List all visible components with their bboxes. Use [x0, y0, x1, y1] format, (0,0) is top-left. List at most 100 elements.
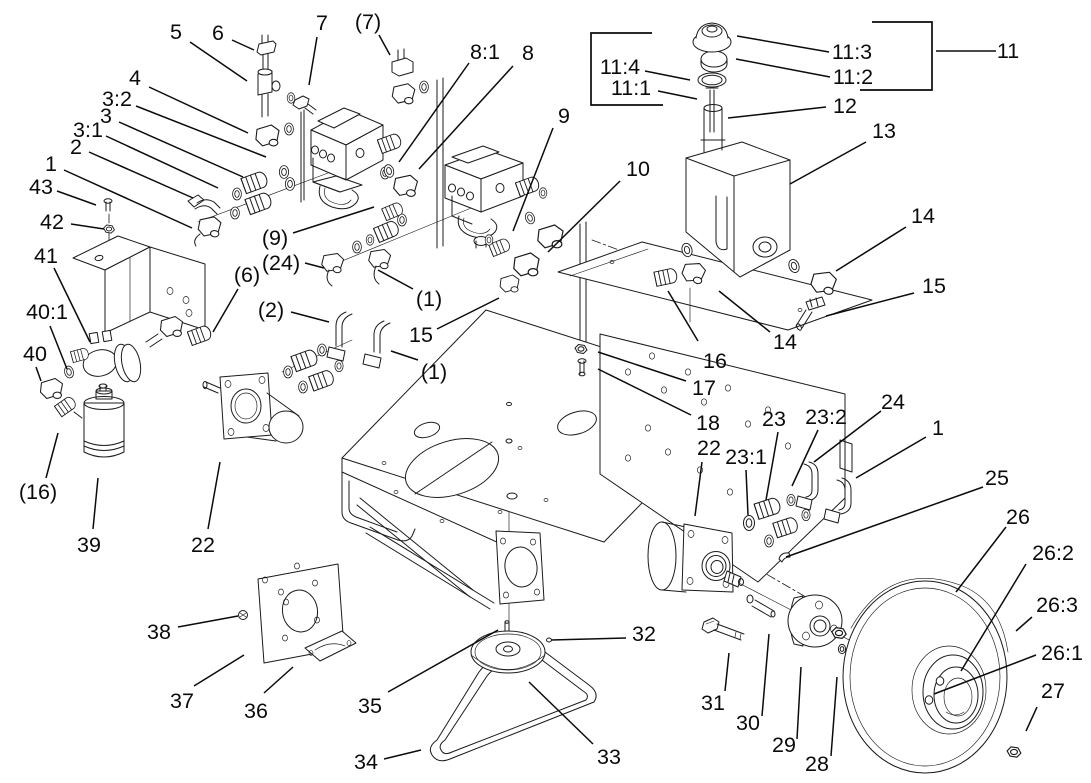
- leader-3:1: [105, 135, 219, 189]
- leader-(2): [290, 311, 330, 323]
- fitting-9-10-group: [484, 210, 564, 293]
- leader-36: [263, 666, 294, 694]
- leader-16: [667, 290, 699, 342]
- leader-11:3: [736, 35, 830, 53]
- leader-10: [547, 180, 621, 253]
- callout-1: 1: [45, 152, 57, 176]
- pulley-33-group: [470, 620, 552, 674]
- leader-23:1: [745, 469, 749, 516]
- callout-31: 31: [701, 691, 725, 715]
- callout-29: 29: [772, 733, 796, 757]
- callout-16: 16: [703, 349, 727, 373]
- leader-8:1: [398, 62, 470, 163]
- callout-(9): (9): [262, 226, 288, 250]
- leader-26:3: [1015, 616, 1033, 632]
- callout-3: 3: [100, 104, 112, 128]
- leader-18: [597, 368, 692, 416]
- leader-32: [550, 637, 627, 641]
- callout-23: 23: [762, 407, 786, 431]
- callout-36: 36: [244, 699, 268, 723]
- leader-26: [955, 526, 1007, 593]
- leader-13: [789, 141, 867, 185]
- callout-3:2: 3:2: [102, 87, 132, 111]
- leader-23: [765, 431, 779, 501]
- fitting-6-group: [145, 315, 214, 348]
- mount-bracket-41-43: [72, 198, 206, 334]
- callout-13: 13: [872, 119, 896, 143]
- leader-23:2: [791, 429, 819, 487]
- callout-26:2: 26:2: [1032, 541, 1074, 565]
- callout-1: 1: [932, 416, 944, 440]
- callout-39: 39: [77, 533, 101, 557]
- callout-(24): (24): [262, 251, 300, 275]
- fitting-row-left: [187, 165, 296, 247]
- callout-4: 4: [129, 66, 141, 90]
- leader-(7): [378, 34, 391, 56]
- leader-14: [718, 290, 771, 333]
- leader-31: [724, 652, 730, 692]
- wheel-motor-left-22: [202, 372, 304, 444]
- callout-40:1: 40:1: [26, 300, 68, 324]
- callout-(2): (2): [258, 298, 284, 322]
- callout-22: 22: [697, 436, 721, 460]
- callout-22: 22: [191, 533, 215, 557]
- leader-(1): [390, 350, 419, 361]
- callout-14: 14: [773, 330, 797, 354]
- callout-11:3: 11:3: [832, 40, 872, 64]
- leader-40: [35, 366, 42, 382]
- leader-3: [118, 121, 244, 178]
- callout-35: 35: [358, 694, 382, 718]
- callout-(1): (1): [416, 287, 442, 311]
- callout-42: 42: [40, 210, 64, 234]
- pump-right-22: [647, 521, 744, 593]
- leader-26:1: [933, 654, 1037, 695]
- leader-(24): [304, 262, 325, 269]
- leader-26:2: [960, 563, 1027, 672]
- control-valve-right: [444, 145, 548, 249]
- leader-(1): [377, 269, 414, 290]
- leader-38: [177, 615, 239, 628]
- leader-12: [727, 106, 827, 119]
- fitting-row-23: [743, 494, 811, 563]
- callout-3:1: 3:1: [73, 118, 103, 142]
- leader-9: [512, 127, 554, 232]
- callout-(1): (1): [421, 360, 447, 384]
- callout-10: 10: [626, 157, 650, 181]
- fitting-8-group: [382, 163, 419, 198]
- leader-41: [53, 267, 91, 343]
- leader-42: [70, 223, 105, 230]
- plate-36-37-38-group: [238, 562, 357, 664]
- group-11-left-bracket: [590, 32, 663, 106]
- callout-23:1: 23:1: [725, 445, 767, 469]
- callout-(16): (16): [19, 480, 57, 504]
- hose-group-24-1-right: [795, 461, 852, 524]
- nut-27: [1006, 746, 1022, 758]
- callout-28: 28: [805, 752, 829, 776]
- fitting-row-9-24: [320, 200, 407, 287]
- leader-7: [308, 36, 318, 86]
- callout-33: 33: [597, 745, 621, 769]
- callout-30: 30: [736, 711, 760, 735]
- callout-26: 26: [1006, 505, 1030, 529]
- callout-38: 38: [147, 620, 171, 644]
- leader-29: [796, 666, 802, 740]
- callout-2: 2: [70, 135, 82, 159]
- control-valve-left: [310, 107, 404, 210]
- tank-fitting-16-group: [653, 241, 708, 323]
- axle-hardware-group: [701, 594, 847, 655]
- leader-22: [694, 461, 703, 517]
- leader-11:1: [657, 90, 698, 100]
- leader-6: [231, 39, 255, 51]
- callout-23:2: 23:2: [805, 405, 847, 429]
- callout-37: 37: [170, 689, 194, 713]
- callout-9: 9: [558, 104, 570, 128]
- leader-5: [189, 41, 248, 82]
- callout-40: 40: [23, 342, 47, 366]
- leader-3:2: [135, 105, 267, 158]
- callout-8:1: 8:1: [470, 40, 500, 64]
- callout-18: 18: [696, 411, 720, 435]
- leader-43: [56, 190, 97, 206]
- callout-17: 17: [692, 376, 716, 400]
